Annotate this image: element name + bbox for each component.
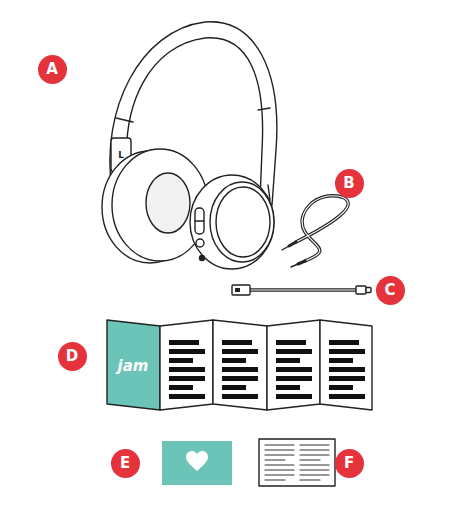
text-bar [222, 340, 252, 345]
text-bar [276, 340, 306, 345]
usb-cable [232, 285, 371, 295]
text-line [300, 469, 329, 470]
text-bar [169, 385, 193, 390]
text-bar [169, 349, 205, 354]
callout-letter: B [343, 176, 354, 191]
text-bar [329, 385, 353, 390]
text-bar [329, 340, 359, 345]
text-bar [276, 385, 300, 390]
callout-circle: D [58, 342, 87, 371]
text-bar [222, 376, 258, 381]
brand-logo: jam [118, 359, 149, 374]
card [162, 441, 232, 485]
callout-letter: E [120, 456, 130, 471]
text-line [300, 479, 320, 480]
text-bar [222, 394, 258, 399]
text-line [265, 464, 294, 465]
text-line [300, 459, 320, 460]
text-bar [222, 358, 246, 363]
text-bar [276, 394, 312, 399]
text-bar [169, 340, 199, 345]
text-line [265, 444, 294, 445]
text-line [265, 469, 294, 470]
text-bar [276, 358, 300, 363]
text-line [300, 449, 329, 450]
text-bar [276, 367, 312, 372]
callout-circle: F [335, 449, 364, 478]
text-bar [169, 367, 205, 372]
text-bar [276, 376, 312, 381]
text-line [265, 474, 294, 475]
text-line [265, 454, 294, 455]
callout-circle: E [111, 449, 140, 478]
text-line [300, 464, 329, 465]
text-bar [222, 385, 246, 390]
audio-cable [282, 196, 348, 267]
text-bar [329, 358, 353, 363]
text-line [300, 454, 329, 455]
side-marker: L [118, 151, 124, 160]
text-bar [329, 394, 365, 399]
callout-circle: C [376, 276, 405, 305]
callout-letter: C [384, 283, 395, 298]
text-bar [169, 358, 193, 363]
callout-letter: F [344, 456, 354, 471]
callout-circle: A [38, 55, 67, 84]
text-bar [222, 367, 258, 372]
text-bar [276, 349, 312, 354]
text-line [300, 444, 329, 445]
callout-circle: B [335, 169, 364, 198]
text-line [265, 479, 285, 480]
headphones [102, 22, 277, 269]
text-bar [169, 376, 205, 381]
text-bar [222, 349, 258, 354]
document [259, 439, 335, 486]
text-bar [329, 349, 365, 354]
callout-letter: A [46, 62, 58, 77]
text-bar [329, 367, 365, 372]
text-bar [329, 376, 365, 381]
text-bar [169, 394, 205, 399]
callout-letter: D [66, 349, 78, 364]
text-line [265, 449, 294, 450]
text-line [300, 474, 329, 475]
leaflet [107, 320, 372, 410]
text-line [265, 459, 285, 460]
